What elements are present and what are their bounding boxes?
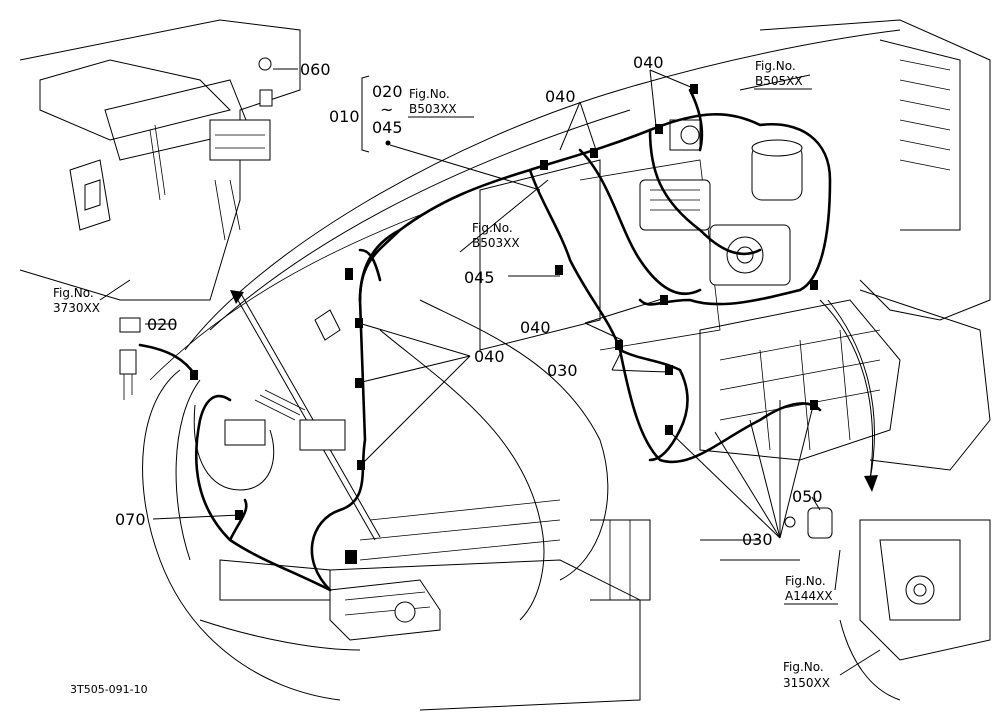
fuse-box: [299, 419, 346, 451]
part-070: 070: [115, 510, 146, 529]
fig-ref-code-6: 3150XX: [783, 676, 830, 690]
drawing-code: 3T505-091-10: [70, 683, 148, 696]
horn: [224, 419, 266, 446]
leader-lines: [99, 68, 881, 676]
part-numbers: 010 020 ~ 045 060 040 040 045 040 040 03…: [115, 53, 823, 549]
fig-ref-label-3: Fig.No.: [472, 221, 513, 235]
part-040-left: 040: [474, 347, 505, 366]
bolt: [258, 57, 272, 71]
part-040-top-right: 040: [633, 53, 664, 72]
fig-ref-label-2: Fig.No.: [755, 59, 796, 73]
figure-references: Fig.No. B503XX Fig.No. B505XX Fig.No. B5…: [53, 59, 838, 690]
part-045-range-end: 045: [372, 118, 403, 137]
part-060: 060: [300, 60, 331, 79]
part-020-fuse: 020: [147, 315, 178, 334]
fig-ref-code-2: B505XX: [755, 74, 803, 88]
part-050: 050: [792, 487, 823, 506]
relay-box: [209, 119, 271, 161]
part-030-bottom: 030: [742, 530, 773, 549]
fig-ref-label-5: Fig.No.: [785, 574, 826, 588]
part-030-mid: 030: [547, 361, 578, 380]
fig-ref-label-6: Fig.No.: [783, 660, 824, 674]
fig-ref-code-1: B503XX: [409, 102, 457, 116]
tractor-body-outline: [19, 19, 991, 711]
lamp: [314, 309, 341, 341]
fig-ref-code-4: 3730XX: [53, 301, 100, 315]
relay: [119, 349, 137, 375]
part-040-top-center: 040: [545, 87, 576, 106]
wire-harness: [138, 88, 832, 592]
fig-ref-label-4: Fig.No.: [53, 286, 94, 300]
part-045-mid: 045: [464, 268, 495, 287]
fig-ref-label-1: Fig.No.: [409, 87, 450, 101]
clips: [190, 84, 818, 564]
range-tilde: ~: [380, 100, 393, 119]
clamp: [807, 507, 833, 539]
direction-arrows: [230, 290, 878, 492]
fuse: [119, 317, 141, 333]
part-010: 010: [329, 107, 360, 126]
fig-ref-code-3: B503XX: [472, 236, 520, 250]
part-040-mid: 040: [520, 318, 551, 337]
fig-ref-code-5: A144XX: [785, 589, 833, 603]
part-020-range-start: 020: [372, 82, 403, 101]
battery-tray: [329, 579, 441, 641]
